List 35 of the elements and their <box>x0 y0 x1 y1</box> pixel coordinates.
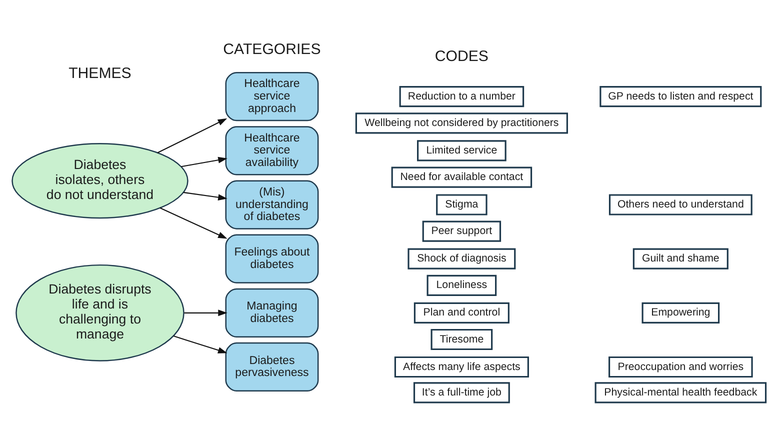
node-box: Managing diabetes <box>225 288 319 337</box>
node-box: Reduction to a number <box>399 86 524 107</box>
node-box: Preoccupation and worries <box>608 356 753 378</box>
arrow <box>181 156 228 167</box>
node-box: Affects many life aspects <box>394 356 529 378</box>
node-box: Plan and control <box>414 302 510 323</box>
node-box: Tiresome <box>430 328 493 350</box>
label: CODES <box>434 48 488 65</box>
label: THEMES <box>68 64 132 82</box>
node-box: Wellbeing not considered by practitioners <box>355 112 568 134</box>
node-box: (Mis) understanding of diabetes <box>225 180 319 229</box>
arrow <box>183 191 228 200</box>
arrow <box>184 309 228 316</box>
arrow <box>173 335 228 353</box>
node-box: Others need to understand <box>608 194 752 215</box>
node-box: Limited service <box>417 140 506 161</box>
node-box: Guilt and shame <box>632 248 728 269</box>
arrow <box>160 206 228 238</box>
node-box: Physical-mental health feedback <box>594 382 767 403</box>
node-box: Shock of diagnosis <box>408 248 516 269</box>
node-box: Diabetes pervasiveness <box>225 342 319 392</box>
node-ellipse: Diabetes disrupts life and is challenging to manage <box>16 264 184 361</box>
arrow <box>157 118 228 153</box>
node-box: Feelings about diabetes <box>225 234 319 283</box>
node-box: Peer support <box>422 220 502 242</box>
node-ellipse: Diabetes isolates, others do not understand <box>12 142 188 218</box>
label: CATEGORIES <box>223 40 321 58</box>
node-box: Healthcare service approach <box>225 72 319 121</box>
node-box: Empowering <box>642 302 720 323</box>
node-box: GP needs to listen and respect <box>600 86 762 107</box>
node-box: Healthcare service availability <box>225 126 319 175</box>
node-box: It’s a full-time job <box>413 382 510 403</box>
node-box: Stigma <box>436 194 488 215</box>
node-box: Loneliness <box>426 274 497 296</box>
node-box: Need for available contact <box>391 166 532 188</box>
